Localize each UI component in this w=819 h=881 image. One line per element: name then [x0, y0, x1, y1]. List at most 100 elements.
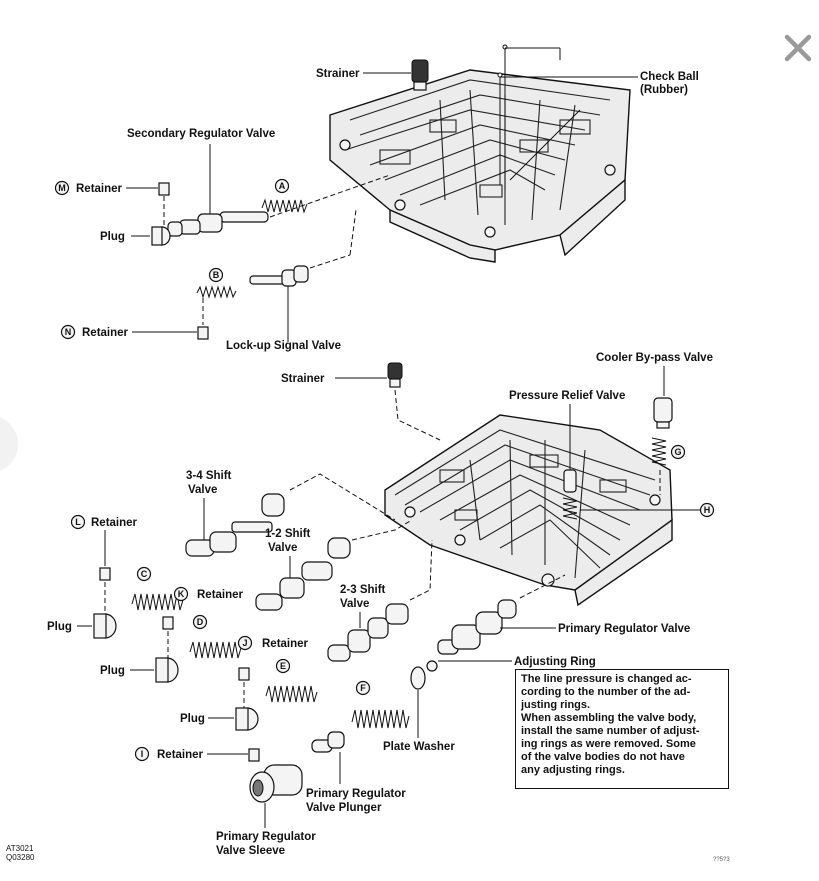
page-tag: ??5?3 [713, 857, 730, 863]
shift-34-valve-part [185, 493, 285, 557]
callout-g [670, 444, 686, 460]
plug-top-part [151, 226, 171, 246]
side-nav-handle[interactable] [0, 415, 18, 473]
strainer-lower-part [387, 362, 403, 388]
callout-h [699, 502, 715, 518]
callout-i [134, 746, 150, 762]
strainer-lower-label: Strainer [281, 373, 325, 385]
spring-a-part [261, 198, 308, 214]
plug-top-label: Plug [100, 231, 125, 243]
prv-plunger-label-line1: Primary Regulator [306, 788, 406, 800]
retainer-k-label: Retainer [197, 589, 244, 601]
adjusting-ring-part [426, 660, 438, 672]
shift-34-label-line2: Valve [188, 484, 217, 496]
callout-k [173, 586, 189, 602]
check-ball-leaders [497, 44, 638, 190]
retainer-k-part [162, 616, 174, 630]
svg-text:L: L [75, 517, 81, 527]
shift-23-label-line2: Valve [340, 598, 369, 610]
callout-c [136, 566, 152, 582]
callout-m [54, 180, 70, 196]
close-button[interactable] [778, 28, 818, 68]
spring-e-part [265, 685, 318, 703]
callout-j [237, 635, 253, 651]
plug-d-part [155, 657, 179, 683]
plate-washer-part [410, 666, 426, 690]
primary-regulator-valve-part [437, 599, 517, 655]
svg-text:C: C [141, 569, 148, 579]
spring-d-part [189, 641, 242, 659]
note-line: cording to the number of the ad- [521, 686, 691, 698]
callout-f [355, 680, 371, 696]
spring-g-part [651, 437, 667, 466]
note-line: justing rings. [521, 699, 591, 711]
note-line: ing rings as were removed. Some [521, 738, 696, 750]
plug-e-label: Plug [180, 713, 205, 725]
primary-regulator-valve-label: Primary Regulator Valve [558, 623, 690, 635]
retainer-l-label: Retainer [91, 517, 138, 529]
figure-code-line1: AT3021 [6, 844, 34, 853]
check-ball-label: Check Ball [640, 71, 699, 83]
retainer-m-label: Retainer [76, 183, 123, 195]
retainer-n-label: Retainer [82, 327, 129, 339]
svg-text:G: G [674, 447, 681, 457]
prv-plunger-part [311, 731, 345, 753]
adjusting-ring-note: The line pressure is changed ac- cording… [515, 669, 729, 789]
svg-text:A: A [279, 181, 286, 191]
plug-c-part [93, 613, 117, 639]
svg-text:E: E [280, 661, 286, 671]
secondary-regulator-valve-label: Secondary Regulator Valve [127, 128, 275, 140]
callout-e [275, 658, 291, 674]
retainer-l-part [99, 567, 111, 581]
spring-h-part [562, 497, 578, 520]
plug-c-label: Plug [47, 621, 72, 633]
svg-text:M: M [58, 183, 66, 193]
retainer-j-label: Retainer [262, 638, 309, 650]
spring-f-part [351, 709, 410, 729]
pressure-relief-valve-label: Pressure Relief Valve [509, 390, 625, 402]
note-line: The line pressure is changed ac- [521, 673, 692, 685]
svg-text:H: H [704, 505, 711, 515]
callout-d [192, 614, 208, 630]
shift-34-label-line1: 3-4 Shift [186, 470, 232, 482]
shift-23-label-line1: 2-3 Shift [340, 584, 386, 596]
prv-sleeve-part [249, 764, 303, 803]
svg-text:F: F [360, 683, 366, 693]
svg-text:K: K [178, 589, 185, 599]
spring-c-part [131, 593, 184, 611]
svg-text:J: J [242, 638, 247, 648]
shift-12-valve-part [255, 537, 351, 611]
cooler-bypass-valve-label: Cooler By-pass Valve [596, 352, 713, 364]
retainer-n-part [197, 326, 209, 340]
plug-d-label: Plug [100, 665, 125, 677]
close-x-icon [784, 34, 812, 62]
secondary-regulator-valve-part [167, 211, 269, 237]
callout-b [208, 267, 224, 283]
prv-plunger-label-line2: Valve Plunger [306, 802, 382, 814]
shift-12-label-line2: Valve [268, 542, 297, 554]
lock-up-signal-valve-part [249, 265, 309, 287]
shift-12-label-line1: 1-2 Shift [265, 528, 311, 540]
figure-code-line2: Q03280 [6, 853, 35, 862]
callout-a [274, 178, 290, 194]
prv-sleeve-label-line1: Primary Regulator [216, 831, 316, 843]
spring-b-part [196, 285, 237, 299]
strainer-top-part [411, 59, 429, 91]
callout-l [70, 514, 86, 530]
svg-text:D: D [197, 617, 204, 627]
retainer-i-part [248, 748, 260, 762]
check-ball-sub-label: (Rubber) [640, 84, 688, 96]
pressure-relief-valve-part [563, 469, 577, 493]
callout-n [60, 324, 76, 340]
svg-text:I: I [141, 749, 144, 759]
plug-e-part [235, 707, 259, 731]
svg-text:B: B [213, 270, 220, 280]
note-line: any adjusting rings. [521, 764, 625, 776]
svg-text:N: N [65, 327, 72, 337]
note-line: of the valve bodies do not have [521, 751, 685, 763]
upper-valve-body [329, 69, 631, 263]
retainer-m-part [158, 182, 170, 196]
retainer-j-part [238, 667, 250, 681]
lock-up-signal-valve-label: Lock-up Signal Valve [226, 340, 341, 352]
